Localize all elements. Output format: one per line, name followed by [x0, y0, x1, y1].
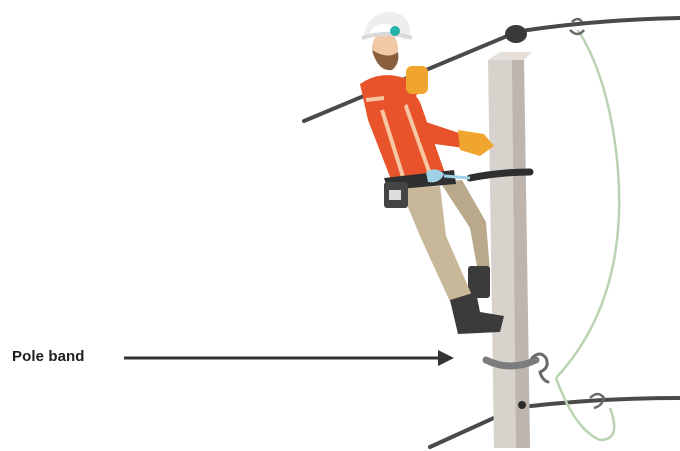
pole-bolt	[518, 401, 526, 409]
tool-pouch-tag	[389, 190, 401, 200]
clip-ring	[444, 176, 470, 178]
back-boot	[468, 266, 490, 298]
annotation-arrow	[124, 350, 454, 366]
drop-wire-lower	[556, 378, 614, 440]
pole-band-label: Pole band	[12, 348, 85, 365]
reflective-stripe-3	[366, 98, 384, 100]
arrow-right-icon	[438, 350, 454, 366]
top-wire	[515, 18, 680, 32]
lower-glove	[458, 130, 494, 156]
pole-top	[488, 52, 532, 60]
top-insulator	[505, 25, 527, 43]
helmet-logo	[390, 26, 400, 36]
raised-glove	[406, 66, 428, 94]
drop-wire	[556, 30, 619, 378]
